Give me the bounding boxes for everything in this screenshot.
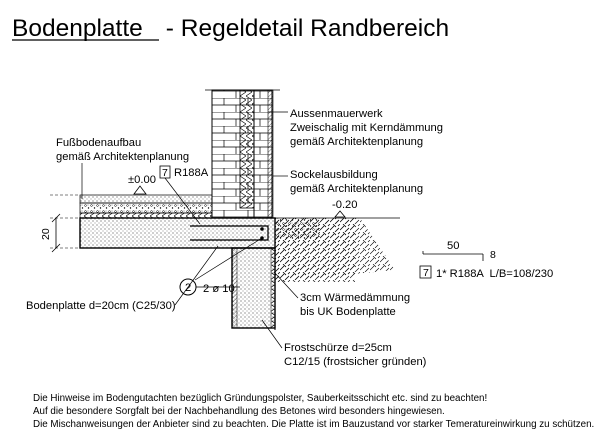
aussen-line1: Aussenmauerwerk [290,108,383,120]
frost-line1: Frostschürze d=25cm [284,342,392,354]
aussen-line3: gemäß Architektenplanung [290,136,423,148]
footer-notes: Die Hinweise im Bodengutachten bezüglich… [33,393,594,430]
dim-8-text: 8 [490,249,496,261]
outer-wall [205,89,280,219]
level-zero-text: ±0.00 [128,174,156,186]
title: Bodenplatte - Regeldetail Randbereich [12,15,449,42]
fussboden-line1: Fußbodenaufbau [56,137,141,149]
waermedaemmung-label: 3cm Wärmedämmung bis UK Bodenplatte [273,271,410,318]
rebar-top-id: 7 [162,167,168,179]
waerme-line1: 3cm Wärmedämmung [300,292,410,304]
dim-height-text: 20 [40,228,52,240]
sockel-line2: gemäß Architektenplanung [290,183,423,195]
note-line-3: Die Mischanweisungen der Anbieter sind z… [33,419,594,430]
mat-id-text: 7 [423,267,429,279]
waerme-line2: bis UK Bodenplatte [300,306,396,318]
rebar-tag-top: 7 R188A [159,165,209,225]
rebar-top-type: R188A [174,167,209,179]
frost-line2: C12/15 (frostsicher gründen) [284,356,427,368]
ground-soil [270,217,400,330]
dim-50-text: 50 [447,240,459,252]
aussen-line2: Zweischalig mit Kerndämmung [290,122,443,134]
frostschuerze-label: Frostschürze d=25cm C12/15 (frostsicher … [261,319,427,368]
mat-text: 1* R188A L/B=108/230 [436,268,553,280]
title-main: Bodenplatte [12,15,143,42]
sockel-label: Sockelausbildung gemäß Architektenplanun… [273,169,423,195]
rebar-bars-text: 2 ø 10 [203,283,235,295]
frost-apron [231,247,276,329]
aussenmauerwerk-label: Aussenmauerwerk Zweischalig mit Kerndämm… [268,108,443,148]
note-line-1: Die Hinweise im Bodengutachten bezüglich… [33,393,487,404]
title-rest: - Regeldetail Randbereich [159,15,449,42]
level-minus-text: -0.20 [332,199,358,211]
bodenplatte-label: Bodenplatte d=20cm (C25/30) [26,245,219,312]
mat-dimension: 50 8 7 1* R188A L/B=108/230 [419,240,553,280]
rebar-callout: 2 2 ø 10 [179,237,263,296]
fussboden-label: Fußbodenaufbau gemäß Architektenplanung [56,137,189,199]
bodenplatte-text: Bodenplatte d=20cm (C25/30) [26,300,176,312]
level-marker-zero: ±0.00 [128,174,156,195]
dimension-height: 20 [40,213,61,253]
sockel-line1: Sockelausbildung [290,169,378,181]
floor-slab [50,217,276,249]
fussboden-line2: gemäß Architektenplanung [56,151,189,163]
rebar-circle-number: 2 [185,282,191,294]
level-marker-minus: -0.20 [332,199,358,218]
note-line-2: Auf die besondere Sorgfalt bei der Nachb… [33,406,445,417]
floor-buildup [50,194,213,219]
